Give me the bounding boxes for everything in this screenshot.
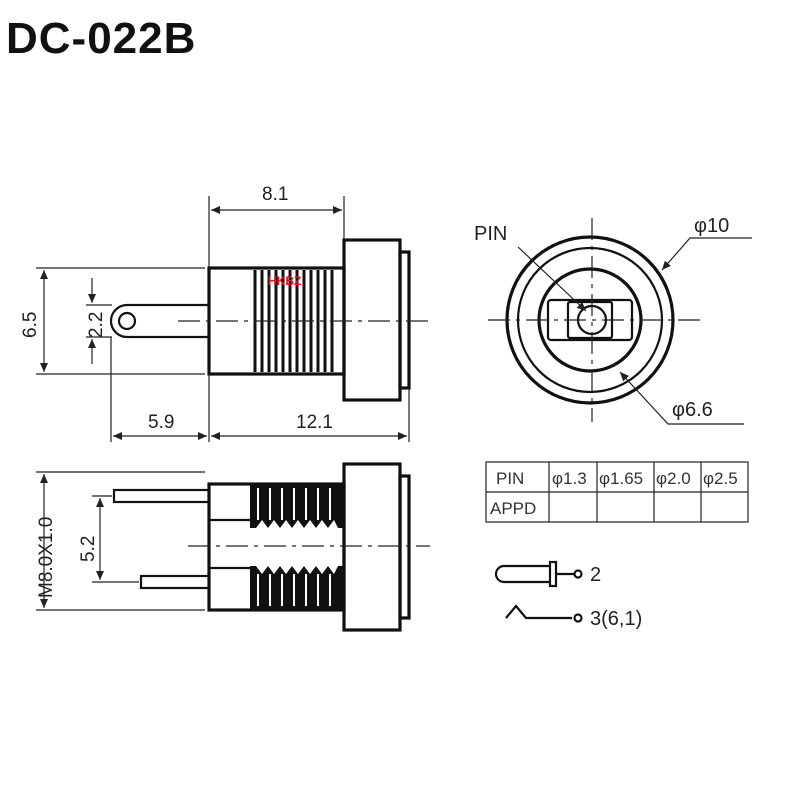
pin-label: PIN: [474, 223, 507, 245]
table-row-label-appd: APPD: [490, 499, 536, 518]
spring-contact-symbol: [505, 604, 572, 620]
terminal-2-label: 2: [590, 564, 601, 586]
pin-upper: [112, 488, 211, 504]
side-view: 8.1 HKBZ 6.5: [20, 184, 432, 442]
solder-tab-hole: [117, 311, 137, 331]
pin-lower: [139, 574, 211, 590]
dim-pin-height: 2.2: [86, 312, 107, 338]
bottom-flange-lip: [398, 474, 411, 620]
outer-diameter-leader: [661, 237, 752, 271]
inner-diameter-label: φ6.6: [672, 399, 713, 421]
terminal-3-label: 3(6,1): [590, 608, 642, 630]
dim-overall-width: 8.1: [262, 184, 288, 205]
thread-bottom: [250, 566, 344, 610]
table-col-2: φ1.65: [599, 469, 643, 488]
dim-height: 6.5: [20, 312, 41, 338]
inner-diameter-leader: [619, 371, 744, 425]
brand-mark: HKBZ: [268, 274, 301, 288]
pin-symbol-collar: [548, 560, 558, 588]
terminal-legend: 2 3(6,1): [494, 560, 642, 630]
solder-tab: [109, 303, 209, 339]
dim-thread: M8.0X1.0: [36, 517, 57, 598]
front-view: PIN φ10 φ6.6: [474, 215, 752, 425]
drawing-title: DC-022B: [6, 14, 197, 63]
pin-leader: [517, 246, 587, 312]
flange: [342, 238, 402, 402]
spec-table: PIN APPD φ1.3 φ1.65 φ2.0 φ2.5: [485, 461, 749, 523]
dim-body-length: 12.1: [296, 412, 333, 433]
bottom-flange: [342, 462, 402, 632]
table-col-1: φ1.3: [552, 469, 587, 488]
table-col-4: φ2.5: [703, 469, 738, 488]
dim-pin-spacing: 5.2: [78, 536, 99, 562]
pin-symbol: [494, 564, 550, 584]
outer-diameter-label: φ10: [694, 215, 729, 237]
bottom-view: M8.0X1.0 5.2: [36, 462, 430, 632]
table-row-label-pin: PIN: [496, 469, 524, 488]
dim-pin-length: 5.9: [148, 412, 174, 433]
flange-lip: [398, 250, 411, 390]
thread-top: [250, 484, 344, 528]
table-col-3: φ2.0: [656, 469, 691, 488]
